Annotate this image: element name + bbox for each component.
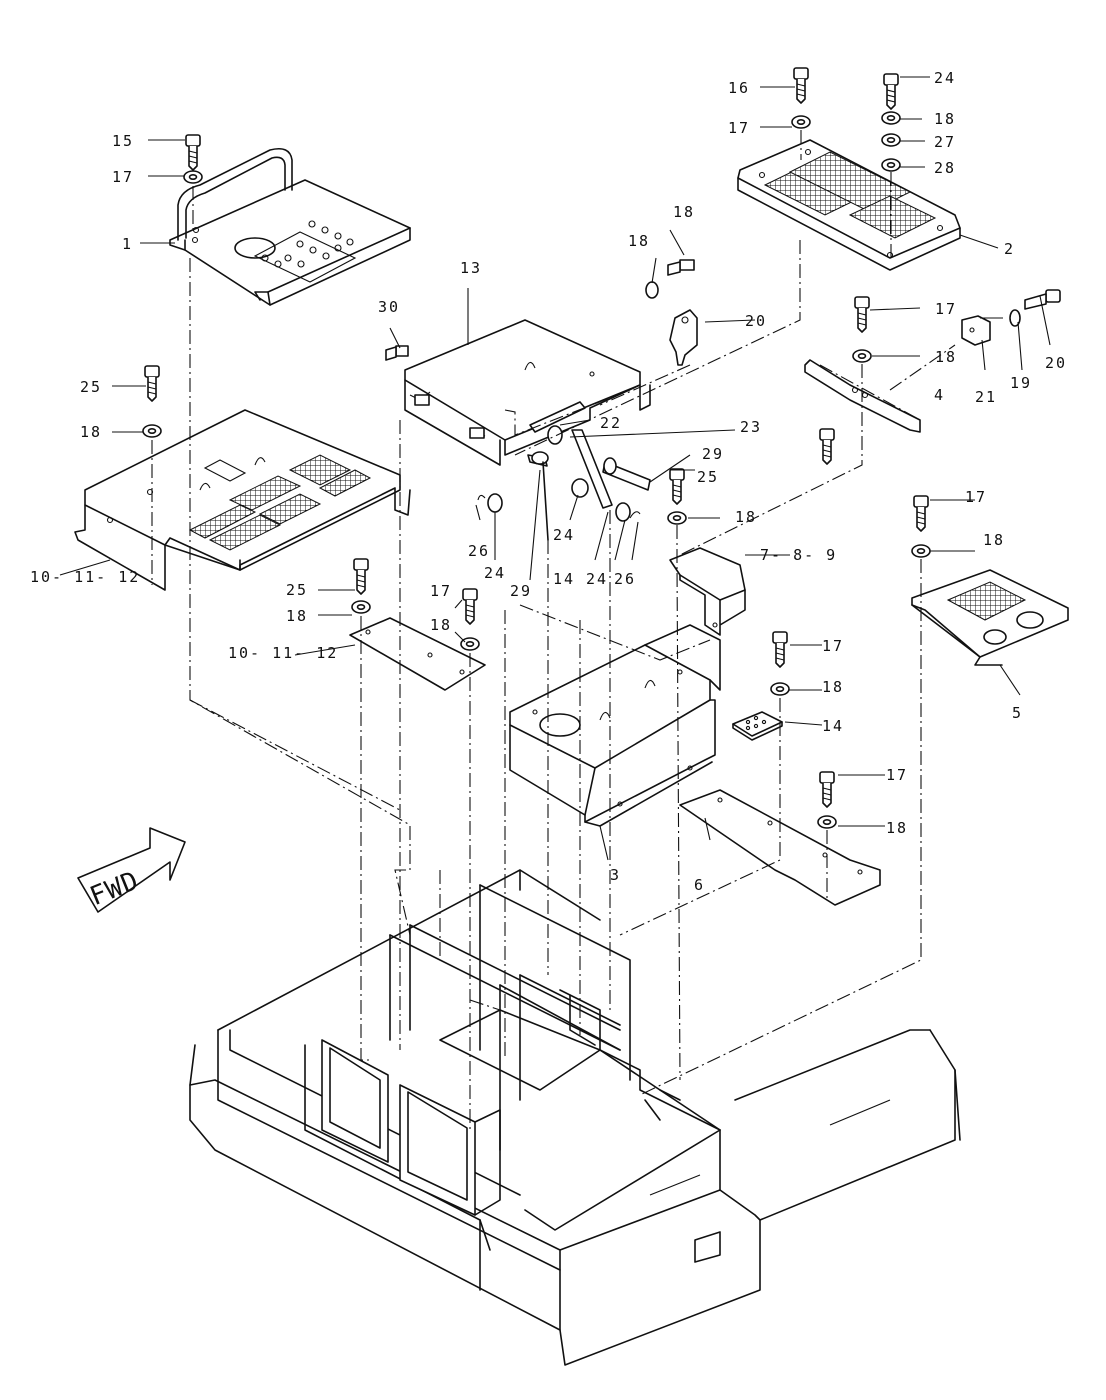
part-2-mesh-cover — [737, 139, 961, 271]
label-20: 18 — [628, 232, 650, 250]
label-17: 16 — [728, 79, 750, 97]
label-18: 18 — [286, 607, 308, 625]
part-7-8-9-small-cover — [669, 547, 746, 636]
label-17: 17 — [430, 582, 452, 600]
label-26: 26 — [468, 542, 490, 560]
part-20-washer — [645, 281, 659, 299]
part-15-box-cover — [404, 319, 651, 466]
part-13-large-cover — [74, 409, 411, 591]
label-18: 17 — [112, 168, 134, 186]
forward-direction-arrow: FWD — [77, 827, 186, 913]
part-3-large-box — [509, 624, 721, 827]
label-18: 17 — [728, 119, 750, 137]
part-5-cover — [911, 569, 1069, 666]
label-24: 24 — [586, 570, 608, 588]
part-20-washer-right — [1009, 309, 1021, 327]
part-19-bolt — [667, 259, 695, 276]
label-25: 25 — [697, 468, 719, 486]
label-21: 20 — [745, 312, 767, 330]
label-24: 24 — [484, 564, 506, 582]
label-2: 2 — [1004, 240, 1015, 258]
label-17: 17 — [935, 300, 957, 318]
label-29: 29 — [510, 582, 532, 600]
leader-lines — [59, 76, 1051, 861]
label-1: 1 — [122, 235, 133, 253]
label-17: 17 — [886, 766, 908, 784]
label-24: 24 — [553, 526, 575, 544]
label-18: 18 — [430, 616, 452, 634]
part-23-clip — [961, 315, 991, 346]
label-4: 4 — [934, 386, 945, 404]
label-18: 18 — [80, 423, 102, 441]
label-17: 17 — [822, 637, 844, 655]
label-5: 5 — [1012, 704, 1023, 722]
label-3: 3 — [610, 866, 621, 884]
label-22: 20 — [1045, 354, 1067, 372]
label-24: 22 — [600, 414, 622, 432]
label-18: 18 — [983, 531, 1005, 549]
assembly-lines — [151, 130, 956, 1130]
fwd-label: FWD — [86, 866, 144, 913]
label-17: 15 — [112, 132, 134, 150]
base-frame — [189, 869, 961, 1366]
label-25: 24 — [934, 69, 956, 87]
label-29: 29 — [702, 445, 724, 463]
label-16: 14 — [553, 570, 575, 588]
label-18: 18 — [935, 348, 957, 366]
label-30: 30 — [378, 298, 400, 316]
part-30-bolt — [385, 345, 409, 361]
label-20: 19 — [1010, 374, 1032, 392]
label-13: 10- 11- 12 — [30, 568, 140, 586]
label-23: 21 — [975, 388, 997, 406]
label-6: 6 — [694, 876, 705, 894]
label-10-11-12: 10- 11- 12 — [228, 644, 338, 662]
misc-bolts — [385, 259, 1061, 361]
label-24: 23 — [740, 418, 762, 436]
part-14-small-plate — [732, 711, 783, 741]
label-26: 26 — [614, 570, 636, 588]
label-7-8-9: 7- 8- 9 — [760, 546, 837, 564]
label-27: 27 — [934, 133, 956, 151]
label-25: 25 — [80, 378, 102, 396]
label-14: 14 — [822, 717, 844, 735]
label-25: 25 — [286, 581, 308, 599]
label-18: 18 — [934, 110, 956, 128]
part-1-handle-cover — [169, 147, 411, 306]
label-18: 18 — [735, 508, 757, 526]
label-15: 13 — [460, 259, 482, 277]
label-28: 28 — [934, 159, 956, 177]
label-17: 17 — [965, 488, 987, 506]
part-labels: 15 17 1 16 17 24 18 27 28 2 18 18 13 30 … — [30, 69, 1067, 894]
part-10-11-12-plate — [349, 617, 486, 691]
part-21-latch — [669, 309, 698, 366]
link-and-pin-assembly — [477, 425, 651, 541]
label-18: 18 — [822, 678, 844, 696]
label-19: 18 — [673, 203, 695, 221]
label-18: 18 — [886, 819, 908, 837]
